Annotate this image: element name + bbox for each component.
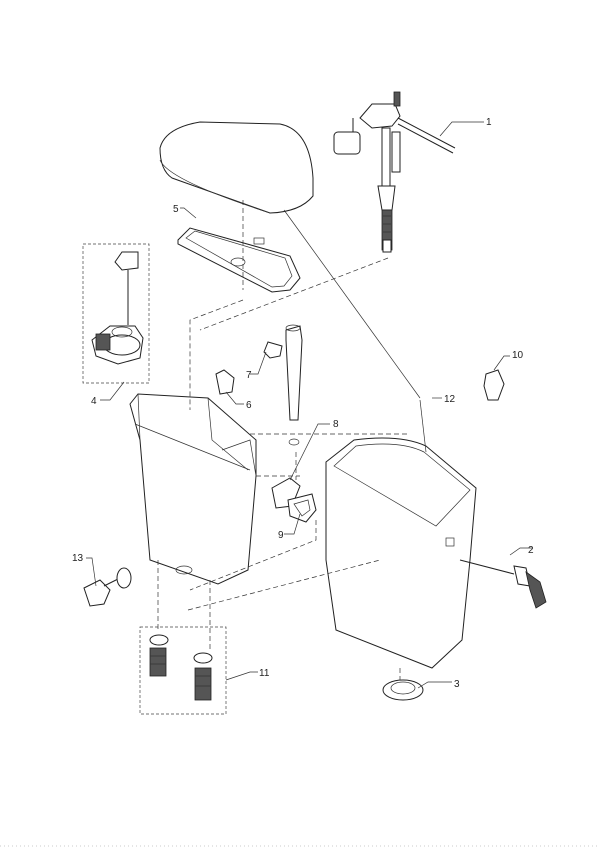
tank-gasket	[382, 679, 424, 701]
tank-lid	[159, 121, 314, 214]
overflow-tube	[285, 324, 303, 446]
cap-part	[483, 369, 505, 401]
gasket-part-9	[287, 493, 317, 523]
assembly-lines	[157, 200, 410, 680]
inlet-valve	[83, 567, 132, 607]
small-clip	[215, 369, 235, 395]
callout-1: 1	[486, 117, 492, 128]
callout-4: 4	[91, 396, 97, 407]
callout-11: 11	[259, 668, 270, 679]
leader-lines	[86, 121, 532, 689]
callout-12: 12	[444, 394, 456, 405]
clip-part	[263, 341, 283, 359]
callout-5: 5	[173, 204, 179, 215]
callout-13: 13	[72, 553, 84, 564]
mounting-bolts	[139, 626, 227, 715]
inner-tank	[129, 393, 257, 585]
flush-valve-assembly	[82, 243, 150, 384]
callout-7: 7	[246, 370, 252, 381]
fill-valve	[333, 91, 456, 253]
callout-9: 9	[278, 530, 284, 541]
callout-8: 8	[333, 419, 339, 430]
callout-labels: 1 2 3 4 5 6 7 8 9 10 11 12 13	[72, 117, 534, 690]
callout-2: 2	[528, 545, 534, 556]
flush-handle	[459, 559, 547, 609]
outer-tank	[325, 437, 477, 669]
callout-6: 6	[246, 400, 252, 411]
callout-3: 3	[454, 679, 460, 690]
callout-10: 10	[512, 350, 524, 361]
inner-cover-plate	[177, 227, 301, 293]
